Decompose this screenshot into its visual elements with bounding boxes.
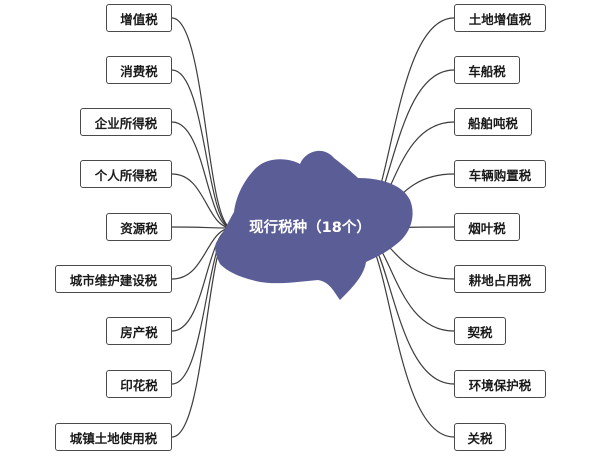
center-cloud-shape [215, 150, 413, 300]
tax-node-right[interactable]: 船舶吨税 [454, 108, 532, 136]
tax-node-right[interactable]: 耕地占用税 [454, 265, 546, 293]
connector-line [171, 226, 233, 229]
connector-line [171, 173, 233, 229]
tax-node-left[interactable]: 房产税 [106, 317, 172, 345]
tax-node-left[interactable]: 资源税 [106, 213, 172, 241]
tax-node-left[interactable]: 增值税 [106, 4, 172, 32]
tax-node-left[interactable]: 城市维护建设税 [55, 265, 172, 293]
center-topic-label: 现行税种（18个） [249, 220, 371, 236]
tax-node-right[interactable]: 车辆购置税 [454, 160, 546, 188]
connector-line [171, 121, 233, 229]
tax-node-right[interactable]: 关税 [454, 423, 506, 451]
tax-node-left[interactable]: 印花税 [106, 370, 172, 398]
tax-node-left[interactable]: 城镇土地使用税 [55, 423, 172, 451]
tax-node-right[interactable]: 烟叶税 [454, 213, 520, 241]
tax-node-right[interactable]: 环境保护税 [454, 370, 546, 398]
connector-line [171, 17, 233, 229]
tax-node-right[interactable]: 土地增值税 [454, 4, 546, 32]
tax-node-right[interactable]: 车船税 [454, 56, 520, 84]
connector-line [171, 69, 233, 229]
tax-node-left[interactable]: 企业所得税 [80, 108, 172, 136]
tax-node-right[interactable]: 契税 [454, 317, 506, 345]
tax-node-left[interactable]: 个人所得税 [80, 160, 172, 188]
tax-node-left[interactable]: 消费税 [106, 56, 172, 84]
